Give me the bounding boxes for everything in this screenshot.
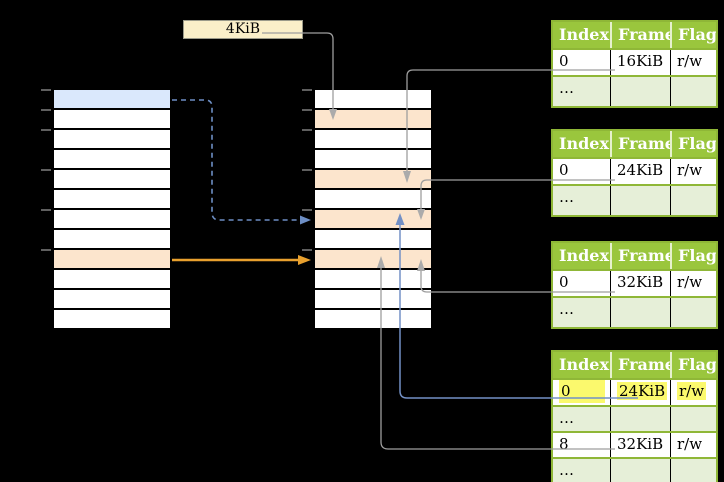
memory-row xyxy=(315,110,431,130)
memory-row xyxy=(54,210,170,230)
memory-row xyxy=(54,110,170,130)
table-row: … xyxy=(553,457,716,482)
frame-cell: 16KiB xyxy=(610,50,670,75)
memory-row xyxy=(315,290,431,310)
frame-cell xyxy=(610,298,670,327)
flags-cell xyxy=(670,77,716,106)
flags-cell: r/w xyxy=(670,380,716,405)
memory-row xyxy=(54,130,170,150)
column-header: Flags xyxy=(670,22,716,48)
column-header: Frame xyxy=(610,243,670,269)
memory-row xyxy=(54,310,170,330)
frame-cell: 24KiB xyxy=(610,380,670,405)
column-header: Frame xyxy=(610,131,670,157)
index-cell: 8 xyxy=(559,435,569,453)
memory-row xyxy=(54,290,170,310)
index-cell: 0 xyxy=(559,52,569,70)
frame-cell xyxy=(610,459,670,482)
memory-row xyxy=(315,90,431,110)
flags-cell: r/w xyxy=(670,271,716,296)
column-header: Frame xyxy=(610,22,670,48)
frame-cell xyxy=(610,77,670,106)
column-header: Flags xyxy=(670,352,716,378)
memory-row xyxy=(54,270,170,290)
flags-cell xyxy=(670,186,716,215)
index-cell: … xyxy=(559,188,574,206)
frame-cell: 24KiB xyxy=(610,159,670,184)
column-header: Index xyxy=(559,246,610,265)
column-header: Index xyxy=(559,134,610,153)
page-table-1: Index Frame Flags 0 16KiB r/w … xyxy=(551,20,718,108)
column-header: Flags xyxy=(670,131,716,157)
memory-row xyxy=(315,310,431,330)
memory-row xyxy=(315,210,431,230)
flags-cell: r/w xyxy=(670,159,716,184)
memory-row xyxy=(315,250,431,270)
page-table-header: Index Frame Flags xyxy=(553,352,716,378)
memory-row xyxy=(54,230,170,250)
memory-row xyxy=(54,170,170,190)
table-row: … xyxy=(553,75,716,106)
table-row: … xyxy=(553,184,716,215)
physical-memory-column xyxy=(313,88,433,330)
memory-row xyxy=(54,190,170,210)
column-header: Index xyxy=(559,25,610,44)
memory-row xyxy=(315,230,431,250)
index-cell: 0 xyxy=(559,273,569,291)
memory-row xyxy=(315,190,431,210)
table-row: … xyxy=(553,405,716,431)
page-table-header: Index Frame Flags xyxy=(553,243,716,269)
table-row: 0 24KiB r/w xyxy=(553,157,716,184)
frame-cell xyxy=(610,186,670,215)
dashed-arrow-virtual-to-physical xyxy=(172,99,311,225)
frame-cell xyxy=(610,407,670,431)
table-row: … xyxy=(553,296,716,327)
virtual-memory-column xyxy=(52,88,172,330)
table-row: 8 32KiB r/w xyxy=(553,431,716,457)
memory-row xyxy=(54,90,170,110)
frame-cell: 32KiB xyxy=(610,433,670,457)
flags-cell xyxy=(670,298,716,327)
table-row: 0 16KiB r/w xyxy=(553,48,716,75)
memory-row xyxy=(315,150,431,170)
flags-cell xyxy=(670,407,716,431)
table-row: 0 32KiB r/w xyxy=(553,269,716,296)
memory-row xyxy=(315,270,431,290)
page-table-4: Index Frame Flags 0 24KiB r/w … 8 32KiB … xyxy=(551,350,718,482)
index-cell: 0 xyxy=(553,380,610,405)
memory-row xyxy=(315,130,431,150)
index-cell: … xyxy=(559,461,574,479)
flags-cell xyxy=(670,459,716,482)
page-table-header: Index Frame Flags xyxy=(553,22,716,48)
page-table-3: Index Frame Flags 0 32KiB r/w … xyxy=(551,241,718,329)
column-header: Index xyxy=(559,355,610,374)
column-header: Frame xyxy=(610,352,670,378)
index-cell: … xyxy=(559,409,574,427)
highlight-mark: 24KiB xyxy=(617,382,668,400)
frame-cell: 32KiB xyxy=(610,271,670,296)
flags-cell: r/w xyxy=(670,50,716,75)
memory-row xyxy=(54,150,170,170)
orange-arrow-virtual-to-physical xyxy=(172,255,311,265)
index-cell: … xyxy=(559,300,574,318)
memory-row xyxy=(315,170,431,190)
highlight-mark: 0 xyxy=(559,380,605,403)
table-row-highlighted: 0 24KiB r/w xyxy=(553,378,716,405)
highlight-mark: r/w xyxy=(677,382,707,400)
frame-size-label: 4KiB xyxy=(183,20,303,39)
flags-cell: r/w xyxy=(670,433,716,457)
index-cell: … xyxy=(559,79,574,97)
page-table-header: Index Frame Flags xyxy=(553,131,716,157)
index-cell: 0 xyxy=(559,161,569,179)
memory-row xyxy=(54,250,170,270)
page-table-2: Index Frame Flags 0 24KiB r/w … xyxy=(551,129,718,217)
column-header: Flags xyxy=(670,243,716,269)
